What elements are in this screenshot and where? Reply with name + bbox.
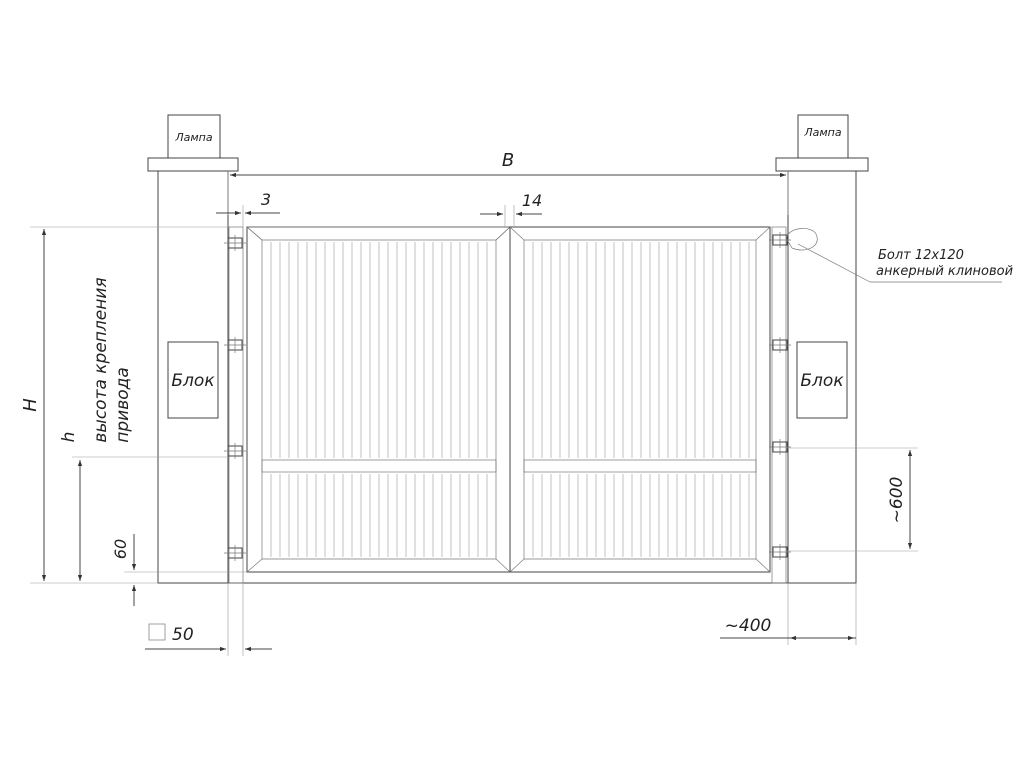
dimension-ground-clearance: 60 (111, 534, 247, 606)
dimension-b-label: B (502, 150, 514, 171)
bolt-label-line1: Болт 12х120 (878, 248, 964, 263)
drive-height-text-line1: высота крепления (91, 277, 111, 442)
mount-strip-left (228, 226, 244, 584)
dimension-post-size-label: 50 (172, 625, 194, 645)
hinge (224, 235, 246, 251)
left-post: Лампа Блок (147, 114, 239, 584)
dimension-hinge-spacing: ~600 (786, 447, 918, 552)
hinge (224, 337, 246, 353)
dimension-post-offset-label: ~400 (725, 616, 772, 636)
block-left-box (167, 341, 219, 419)
dimension-gap-side: 3 (216, 190, 280, 227)
gate-leaf-right (509, 226, 771, 573)
dimension-b: B (227, 150, 789, 215)
dimension-drive-height-label: h (59, 432, 79, 443)
lamp-left-label: Лампа (174, 131, 213, 144)
block-right-label: Блок (800, 371, 844, 391)
hinge (769, 439, 791, 455)
dimension-gap-side-label: 3 (261, 190, 271, 209)
dimension-post-size: 50 (145, 583, 272, 656)
hinge (224, 443, 246, 459)
mount-strip-right (771, 226, 787, 584)
gate-leaf-left (246, 226, 511, 573)
dimension-h-label: H (20, 398, 41, 412)
hinge (769, 544, 791, 560)
dimension-gap-center-label: 14 (522, 191, 542, 210)
lamp-left-box (167, 114, 221, 159)
dimension-post-offset: ~400 (720, 583, 857, 645)
hinge (224, 545, 246, 561)
dimension-gap-center: 14 (480, 191, 542, 227)
hinge (769, 337, 791, 353)
square-section-icon (148, 623, 166, 641)
dimension-hinge-spacing-label: ~600 (887, 477, 907, 524)
hinges (224, 232, 791, 561)
lamp-right-label: Лампа (803, 126, 842, 139)
bolt-detail-circle (785, 228, 818, 251)
bolt-label-line2: анкерный клиновой (876, 264, 1013, 279)
drive-height-text-line2: привода (113, 367, 133, 443)
dimension-drive-height: h высота крепления привода (59, 277, 229, 581)
right-post: Лампа Блок (775, 114, 869, 584)
bolt-callout: Болт 12х120 анкерный клиновой (785, 228, 1013, 283)
lamp-right-box (797, 114, 849, 159)
dimension-ground-clearance-label: 60 (111, 539, 130, 559)
block-right-box (796, 341, 848, 419)
block-left-label: Блок (171, 371, 215, 391)
dimension-h: H (20, 226, 229, 584)
